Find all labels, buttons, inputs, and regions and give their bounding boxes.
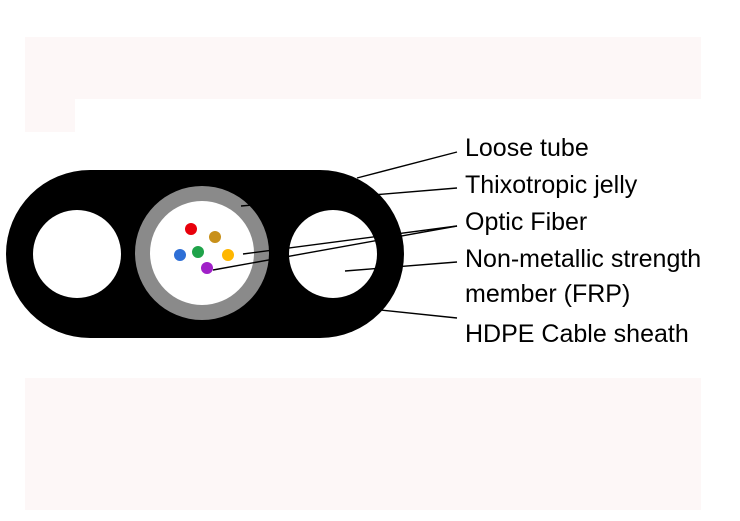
fiber-blue xyxy=(174,249,186,261)
label-strength-member-line1: Non-metallic strength xyxy=(465,245,701,273)
strength-member-left xyxy=(33,210,121,298)
background-band-left xyxy=(25,99,75,132)
label-strength-member-line2: member (FRP) xyxy=(465,280,630,308)
leader-sheath xyxy=(379,309,458,319)
background-band-top xyxy=(25,37,701,99)
fiber-red xyxy=(185,223,197,235)
label-thixotropic-jelly: Thixotropic jelly xyxy=(465,171,638,199)
fiber-brown xyxy=(209,231,221,243)
leader-lines xyxy=(212,151,458,319)
fiber-green xyxy=(192,246,204,258)
leader-jelly xyxy=(240,187,458,207)
leader-frp xyxy=(344,261,458,272)
leader-fiber-2 xyxy=(212,225,458,271)
leader-fiber xyxy=(242,225,458,255)
strength-member-right xyxy=(289,210,377,298)
label-hdpe-sheath: HDPE Cable sheath xyxy=(465,320,689,348)
label-optic-fiber: Optic Fiber xyxy=(465,208,587,236)
leader-loose-tube xyxy=(356,151,458,179)
label-loose-tube: Loose tube xyxy=(465,134,589,162)
fiber-yellow xyxy=(222,249,234,261)
fiber-purple xyxy=(201,262,213,274)
background-band-bottom xyxy=(25,378,701,510)
